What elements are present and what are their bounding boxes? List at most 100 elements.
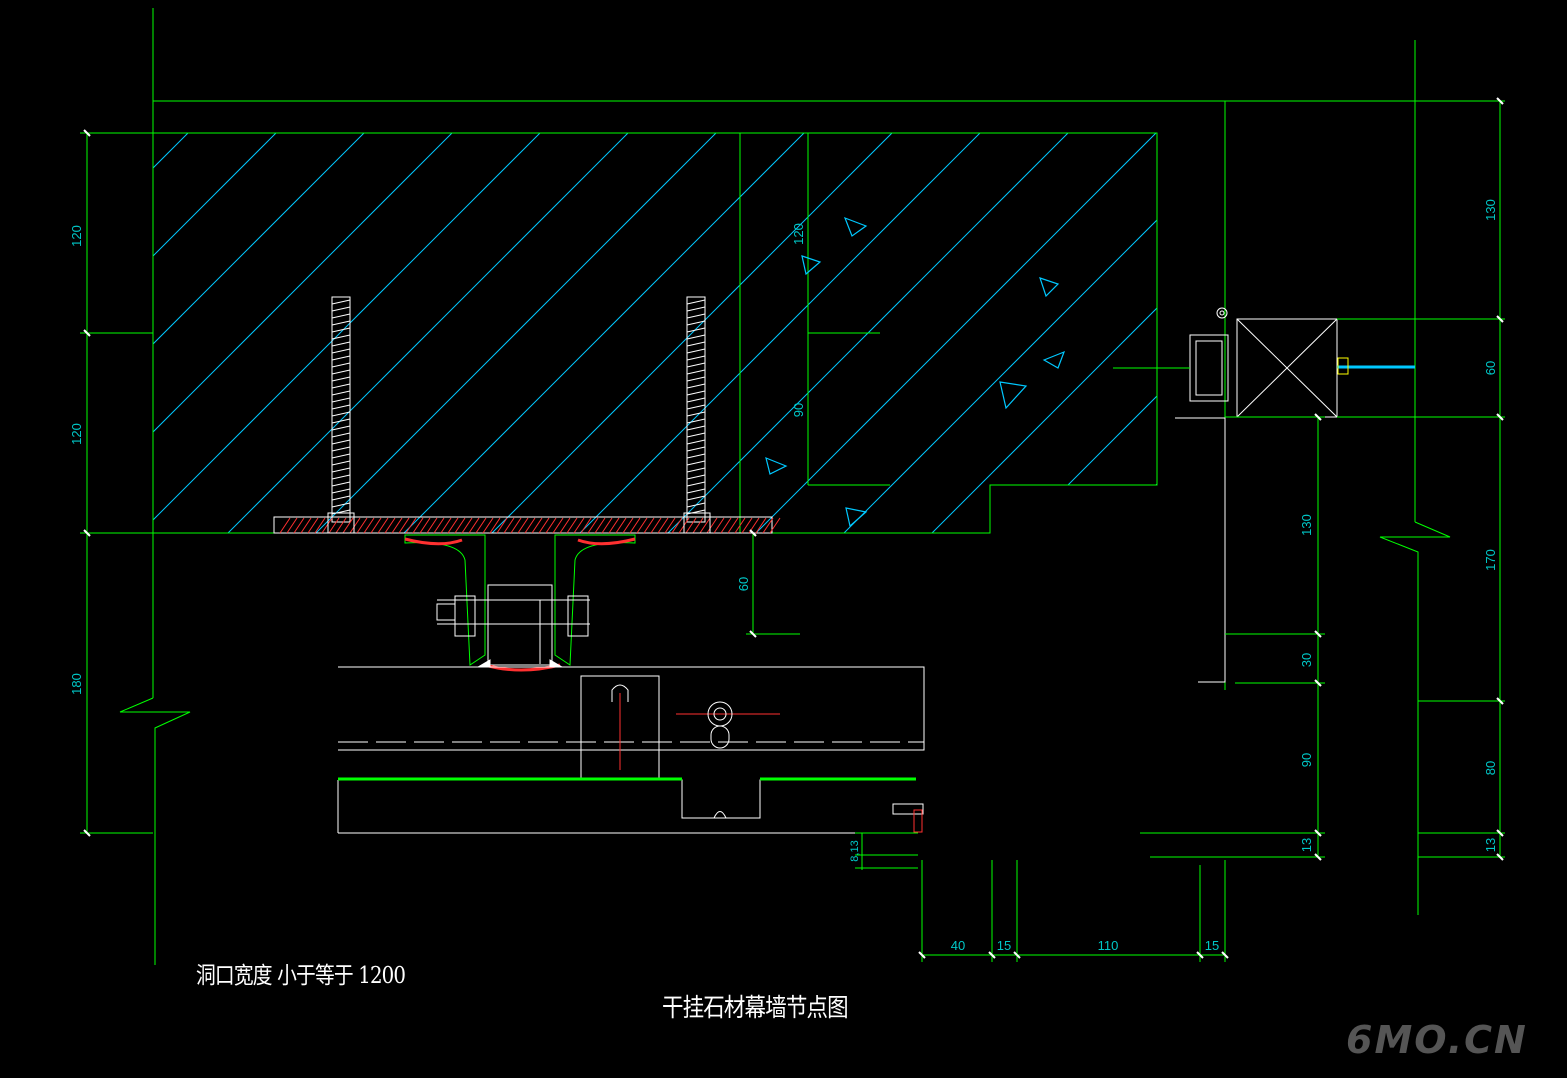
thread-line (331, 418, 351, 424)
plate-hatch-line (475, 517, 487, 534)
dim-bottom-15b: 15 (1205, 938, 1219, 953)
plate-hatch-line (503, 517, 515, 534)
thread-line (686, 418, 706, 424)
dim-bottom-15a: 15 (997, 938, 1011, 953)
dim-right-170: 170 (1483, 549, 1498, 571)
thread-line (686, 474, 706, 480)
thread-line (686, 467, 706, 473)
dim-inner-right-13: 13 (1299, 838, 1314, 852)
plate-hatch-line (545, 517, 557, 534)
thread-line (686, 313, 706, 319)
anchor-bolts (331, 296, 706, 523)
thread-line (331, 467, 351, 473)
plate-hatch-line (643, 517, 655, 534)
plate-hatch-line (580, 517, 592, 534)
plate-hatch-line (566, 517, 578, 534)
hatch-line (1284, 133, 1567, 533)
plate-hatch-line (412, 517, 424, 534)
thread-line (331, 313, 351, 319)
thread-line (331, 376, 351, 382)
slab-hatch (153, 133, 1567, 533)
thread-line (331, 383, 351, 389)
plate-hatch-line (307, 517, 319, 534)
dim-right-13: 13 (1483, 838, 1498, 852)
plate-hatch-line (629, 517, 641, 534)
embed-plate (273, 512, 781, 534)
plate-hatch-line (517, 517, 529, 534)
thread-line (686, 404, 706, 410)
thread-line (686, 362, 706, 368)
hatch-line (579, 133, 981, 533)
plate-hatch-line (552, 517, 564, 534)
plate-hatch-line (426, 517, 438, 534)
hatch-line (931, 133, 1157, 533)
thread-line (686, 502, 706, 508)
thread-line (331, 432, 351, 438)
plate-hatch-line (342, 517, 354, 534)
plate-hatch-line (692, 517, 704, 534)
dimension-texts: 120 120 180 120 90 60 130 60 170 80 13 1… (69, 199, 1498, 953)
dim-small: 8,13 (849, 840, 861, 861)
stone-panel (337, 666, 925, 834)
plate-hatch-line (573, 517, 585, 534)
thread-line (686, 355, 706, 361)
thread-line (686, 432, 706, 438)
plate-hatch-line (762, 517, 774, 534)
plate-hatch-line (398, 517, 410, 534)
thread-line (686, 341, 706, 347)
plate-hatch-line (650, 517, 662, 534)
dim-inner-right-90: 90 (1299, 753, 1314, 767)
watermark: 6MO.CN (1346, 1018, 1528, 1062)
thread-line (331, 411, 351, 417)
thread-line (331, 355, 351, 361)
plate-hatch-line (622, 517, 634, 534)
thread-line (331, 495, 351, 501)
thread-line (686, 383, 706, 389)
thread-line (686, 446, 706, 452)
thread-line (331, 453, 351, 459)
thread-line (331, 488, 351, 494)
thread-line (686, 397, 706, 403)
hatch-line (843, 133, 1157, 533)
thread-line (686, 390, 706, 396)
hatch-line (153, 133, 277, 533)
dim-inner-90: 90 (791, 403, 806, 417)
thread-line (331, 502, 351, 508)
plate-hatch-line (706, 517, 718, 534)
cornice-profile (892, 417, 1226, 833)
hatch-line (153, 133, 541, 533)
thread-line (331, 404, 351, 410)
thread-line (331, 341, 351, 347)
thread-line (331, 306, 351, 312)
thread-line (686, 411, 706, 417)
plate-hatch-line (594, 517, 606, 534)
aggregate-marks (765, 216, 1066, 528)
hatch-line (315, 133, 717, 533)
thread-line (686, 488, 706, 494)
bolt-threads (331, 299, 706, 515)
plate-hatch-line (349, 517, 361, 534)
hatch-line (227, 133, 629, 533)
thread-line (686, 299, 706, 305)
plate-hatch-line (454, 517, 466, 534)
concrete-slab (152, 132, 1567, 534)
plate-hatch-line (713, 517, 725, 534)
dim-left-180: 180 (69, 673, 84, 695)
plate-hatch-line (384, 517, 396, 534)
hatch-line (153, 133, 453, 533)
thread-line (686, 369, 706, 375)
opening-width-note: 洞口宽度 小于等于 1200 (196, 963, 406, 989)
plate-hatch-line (433, 517, 445, 534)
thread-line (331, 369, 351, 375)
thread-line (331, 446, 351, 452)
thread-line (331, 299, 351, 305)
plate-hatch-line (524, 517, 536, 534)
plate-hatch-line (405, 517, 417, 534)
thread-line (331, 397, 351, 403)
plate-hatch-line (440, 517, 452, 534)
dim-right-60: 60 (1483, 361, 1498, 375)
dim-right-80: 80 (1483, 761, 1498, 775)
plate-hatch-line (615, 517, 627, 534)
thread-line (331, 439, 351, 445)
